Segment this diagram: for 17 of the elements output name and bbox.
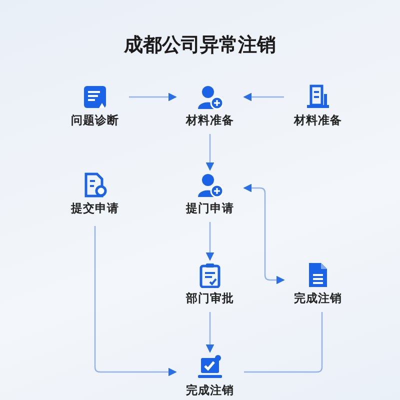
step-label: 提门申请 bbox=[184, 201, 235, 216]
title: 成都公司异常注销 bbox=[122, 33, 277, 58]
step-label: 提交申请 bbox=[70, 201, 120, 216]
arrow bbox=[243, 184, 285, 284]
step-label: 完成注销 bbox=[185, 383, 235, 398]
arrow bbox=[206, 222, 214, 261]
connector-line bbox=[244, 312, 323, 373]
step-label: 材料准备 bbox=[184, 113, 235, 128]
arrow bbox=[94, 226, 177, 376]
arrow bbox=[129, 92, 177, 102]
step-label: 材料准备 bbox=[292, 113, 343, 128]
step-label: 问题诊断 bbox=[70, 113, 120, 128]
arrow bbox=[206, 134, 214, 171]
step-label: 部门审批 bbox=[184, 291, 235, 306]
step-label: 完成注销 bbox=[293, 291, 343, 306]
arrow bbox=[206, 312, 214, 353]
arrow bbox=[243, 92, 284, 102]
